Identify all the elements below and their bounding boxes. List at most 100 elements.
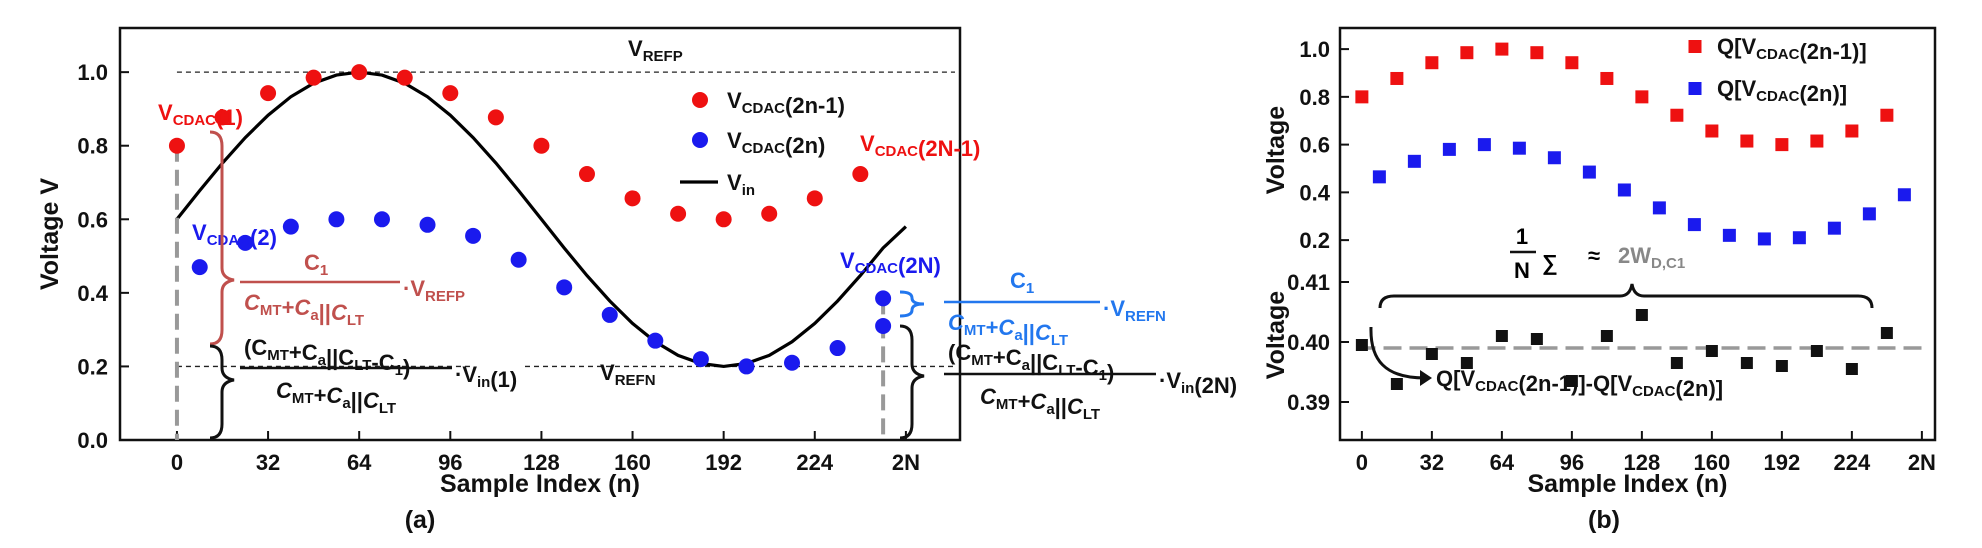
series-diff-point	[1390, 378, 1403, 390]
series-odd-point	[351, 64, 368, 81]
series-q-odd-point	[1390, 71, 1404, 85]
x-tick-label: 64	[347, 450, 372, 475]
series-odd-point	[214, 109, 231, 126]
x-tick-label: 128	[1624, 450, 1661, 475]
series-q-odd-point	[1705, 124, 1719, 138]
y-axis-label: Voltage V	[36, 178, 64, 290]
x-tick-label: 192	[705, 450, 742, 475]
sum-numerator: 1	[1516, 224, 1528, 249]
series-odd-point	[260, 85, 277, 102]
series-odd-point	[396, 69, 413, 86]
series-q-even-point	[1897, 188, 1911, 202]
point-label-vcdac-2: VCDAC(2)	[192, 220, 277, 250]
x-tick-label: 96	[1560, 450, 1584, 475]
series-q-odd-point	[1740, 134, 1754, 148]
x-tick-label: 192	[1764, 450, 1801, 475]
y-tick-label: 0.8	[77, 134, 108, 159]
series-odd-point	[487, 109, 504, 126]
series-q-odd-point	[1565, 56, 1579, 70]
series-odd-point	[806, 190, 823, 207]
series-q-even-point	[1477, 138, 1491, 152]
series-even-point	[738, 358, 755, 375]
x-tick-label: 0	[171, 450, 183, 475]
plot-frame-a	[118, 26, 962, 442]
series-q-odd-point	[1880, 108, 1894, 122]
series-even-point	[784, 354, 800, 371]
series-q-even-point	[1617, 183, 1631, 197]
x-axis-label-b: Sample Index (n)	[1527, 470, 1727, 498]
series-q-even-point	[1547, 151, 1561, 165]
series-q-odd-point	[1355, 90, 1369, 104]
plot-frame-b	[1338, 26, 1937, 442]
series-even-point	[829, 340, 846, 357]
legend-marker-b	[1688, 82, 1702, 95]
series-diff-point	[1460, 357, 1473, 369]
series-even-point	[647, 332, 664, 349]
series-q-odd-point	[1425, 56, 1439, 70]
series-q-even-point	[1792, 231, 1806, 245]
series-odd-point	[578, 166, 595, 183]
series-even-point	[875, 290, 892, 307]
series-q-even-point	[1652, 201, 1666, 215]
legend-marker-b	[1688, 40, 1702, 53]
series-even-point	[237, 234, 254, 251]
y-tick-label-upper: 0.2	[1299, 228, 1330, 253]
brace-sum	[1378, 283, 1874, 309]
series-q-even-point	[1757, 232, 1771, 246]
legend-marker	[692, 132, 708, 148]
y-tick-label-upper: 0.8	[1299, 85, 1330, 110]
x-tick-label: 224	[1834, 450, 1871, 475]
series-diff-point	[1775, 360, 1788, 372]
series-even-point	[373, 211, 390, 228]
series-odd-point	[670, 205, 687, 222]
legend-marker	[692, 92, 708, 108]
y-tick-label: 0.6	[77, 207, 108, 232]
series-diff-point	[1635, 309, 1648, 321]
series-diff-point	[1600, 330, 1613, 342]
sum-denominator: N	[1514, 258, 1530, 283]
series-even-point	[875, 317, 892, 334]
series-diff-point	[1530, 333, 1543, 345]
formula-c1-numerator-right: C1	[1010, 268, 1034, 297]
series-diff-point	[1355, 339, 1368, 351]
series-even-point	[419, 216, 436, 233]
panel-b-label: (b)	[1588, 506, 1620, 534]
ref-label-vrefn: VREFN	[600, 360, 656, 389]
x-tick-label: 2N	[1908, 450, 1936, 475]
formula-c1-numerator: C1	[304, 250, 328, 279]
series-even-point	[282, 218, 299, 235]
formula-vin2N-denominator: CMT+Ca||CLT	[980, 384, 1100, 423]
series-odd-point	[305, 69, 322, 86]
series-q-even-point	[1722, 228, 1736, 242]
y-tick-label-lower: 0.39	[1287, 390, 1330, 415]
y-tick-label-lower: 0.41	[1287, 270, 1330, 295]
series-even-point	[328, 211, 345, 228]
x-tick-label: 32	[1420, 450, 1444, 475]
formula-vrefn-factor: ·VREFN	[1103, 296, 1166, 325]
series-diff-point	[1740, 357, 1753, 369]
series-q-odd-point	[1460, 46, 1474, 60]
y-tick-label-upper: 1.0	[1299, 37, 1330, 62]
series-even-point	[510, 251, 527, 268]
diff-arrow	[1369, 326, 1426, 380]
x-tick-label: 224	[796, 450, 833, 475]
series-even-point	[692, 351, 709, 368]
point-label-vcdac-2N: VCDAC(2N)	[840, 248, 941, 278]
y-tick-label: 0.0	[77, 428, 108, 453]
series-even-point	[601, 306, 618, 323]
series-odd-point	[624, 190, 641, 207]
series-diff-point	[1670, 357, 1683, 369]
formula-c1-denominator: CMT+Ca||CLT	[244, 290, 364, 329]
approx-symbol: ≈	[1588, 243, 1600, 268]
series-odd-point	[715, 211, 732, 228]
series-even-point	[465, 227, 482, 244]
series-odd-point	[168, 137, 185, 154]
series-diff-point	[1810, 345, 1823, 357]
formula-vin1-denominator: CMT+Ca||CLT	[276, 378, 396, 417]
y-axis-label-lower: Voltage	[1262, 291, 1290, 380]
brace-c1-vrefp	[209, 130, 235, 346]
formula-vin2N-numerator: (CMT+Ca||CLT-C1)	[948, 340, 1114, 385]
series-q-odd-point	[1600, 71, 1614, 85]
